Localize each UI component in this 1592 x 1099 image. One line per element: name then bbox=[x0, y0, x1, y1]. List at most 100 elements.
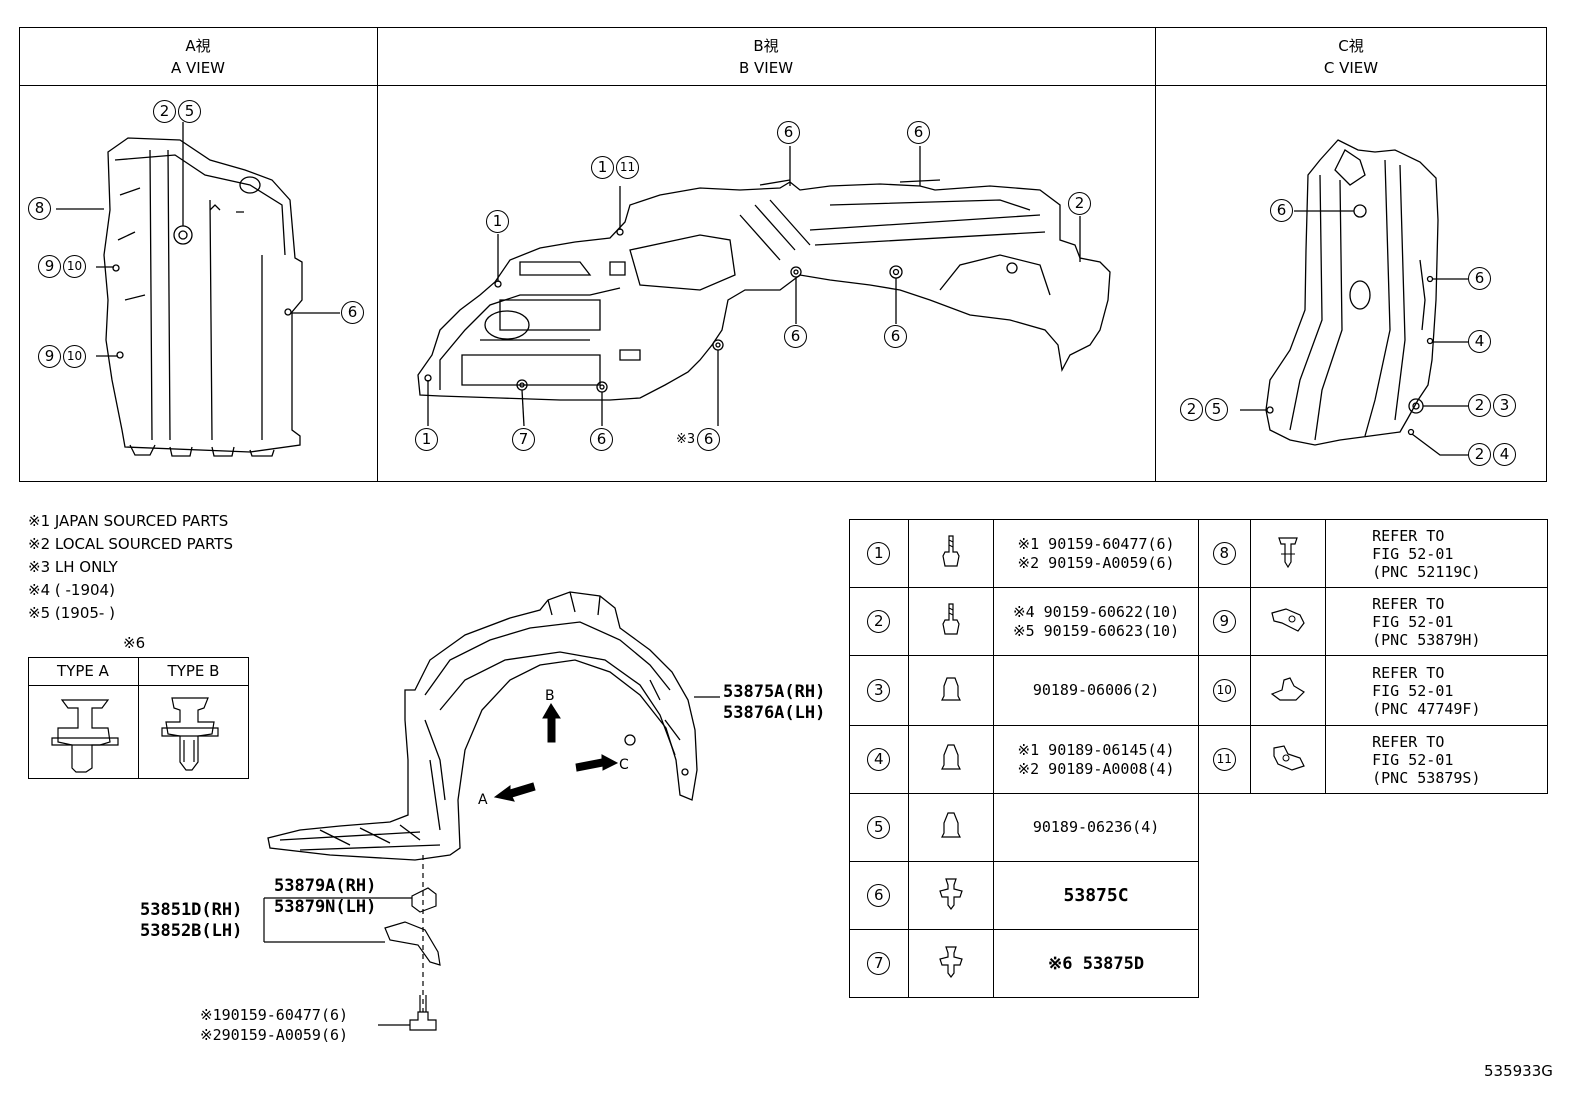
push-clip-icon bbox=[1270, 676, 1305, 701]
reference-line: FIG 52-01 bbox=[1372, 544, 1454, 563]
reference-line: FIG 52-01 bbox=[1372, 681, 1454, 700]
view-header-b: B視 B VIEW bbox=[377, 35, 1155, 79]
circled-number: 4 bbox=[867, 748, 891, 771]
a-view-callout-9-10-upper: 9 10 bbox=[38, 255, 86, 278]
view-header-c-en: C VIEW bbox=[1323, 59, 1379, 77]
reference-line: REFER TO bbox=[1372, 594, 1445, 613]
part-number: ※1 90189-06145(4) bbox=[1017, 740, 1175, 759]
part-bolt-local: ※290159-A0059(6) bbox=[200, 1026, 349, 1044]
arrow-a-label: A bbox=[478, 792, 488, 808]
c-view-callout-2-3: 2 3 bbox=[1468, 394, 1516, 417]
circled-number: 5 bbox=[1205, 398, 1228, 421]
b-view-callout-6-top-right: 6 bbox=[907, 121, 930, 144]
type-b-label: TYPE B bbox=[167, 662, 220, 680]
a-view-callout-6: 6 bbox=[341, 301, 364, 324]
type-table-col-divider bbox=[138, 657, 139, 779]
circled-number: 6 bbox=[1468, 267, 1491, 290]
circled-number: 1 bbox=[415, 428, 438, 451]
circled-number: 1 bbox=[867, 542, 891, 565]
b-view-callout-lh-only-6: ※3 6 bbox=[676, 428, 721, 451]
circled-number: 10 bbox=[1212, 679, 1236, 702]
note-1: ※1 JAPAN SOURCED PARTS bbox=[28, 512, 229, 530]
circled-number: 6 bbox=[777, 121, 800, 144]
part-seal-rh: 53851D(RH) bbox=[140, 900, 243, 920]
circled-number: 4 bbox=[1468, 330, 1491, 353]
circled-number: 7 bbox=[512, 428, 535, 451]
part-number: ※4 90159-60622(10) bbox=[1013, 602, 1180, 621]
b-view-callout-6-mid-left: 6 bbox=[784, 325, 807, 348]
view-header-c: C視 C VIEW bbox=[1155, 35, 1547, 79]
circled-number: 6 bbox=[341, 301, 364, 324]
circled-number: 9 bbox=[38, 255, 61, 278]
view-header-c-jp: C視 bbox=[1338, 37, 1364, 55]
circled-number: 1 bbox=[486, 210, 509, 233]
part-number: 90189-06006(2) bbox=[1032, 681, 1160, 699]
part-number: ※6 53875D bbox=[1048, 953, 1145, 974]
table-row: 3 90189-06006(2) bbox=[849, 655, 1199, 726]
reference-line: FIG 52-01 bbox=[1372, 750, 1454, 769]
circled-number: 7 bbox=[867, 952, 891, 975]
part-bracket-rh: 53879A(RH) bbox=[274, 876, 377, 896]
circled-number: 11 bbox=[616, 156, 639, 179]
table-row: 10 REFER TO FIG 52-01 (PNC 47749F) bbox=[1198, 655, 1548, 726]
part-number: ※1 90159-60477(6) bbox=[1017, 534, 1175, 553]
table-row: 1 ※1 90159-60477(6) ※2 90159-A0059(6) bbox=[849, 519, 1199, 588]
screw-icon bbox=[942, 602, 960, 635]
arrow-c-label: C bbox=[619, 757, 629, 773]
circled-number: 2 bbox=[1180, 398, 1203, 421]
clip-icon bbox=[939, 877, 963, 910]
table-row: 4 ※1 90189-06145(4) ※2 90189-A0008(4) bbox=[849, 725, 1199, 794]
note-5: ※5 (1905- ) bbox=[28, 604, 115, 622]
lh-only-mark: ※3 bbox=[676, 432, 696, 447]
bracket-clip-icon bbox=[1271, 607, 1305, 632]
view-frame bbox=[19, 27, 1547, 482]
view-header-a-en: A VIEW bbox=[170, 59, 226, 77]
circled-number: 6 bbox=[907, 121, 930, 144]
reference-line: REFER TO bbox=[1372, 732, 1445, 751]
table-row: 6 53875C bbox=[849, 861, 1199, 930]
part-seal-lh: 53852B(LH) bbox=[140, 921, 243, 941]
note-2: ※2 LOCAL SOURCED PARTS bbox=[28, 535, 233, 553]
c-view-callout-2-4: 2 4 bbox=[1468, 443, 1516, 466]
b-view-callout-6-mid-right: 6 bbox=[884, 325, 907, 348]
nut-icon bbox=[940, 743, 961, 770]
circled-number: 6 bbox=[784, 325, 807, 348]
view-header-divider bbox=[19, 85, 1547, 86]
circled-number: 9 bbox=[1212, 610, 1236, 633]
table-row: 5 90189-06236(4) bbox=[849, 793, 1199, 862]
circled-number: 5 bbox=[178, 100, 201, 123]
circled-number: 6 bbox=[884, 325, 907, 348]
circled-number: 2 bbox=[1468, 443, 1491, 466]
reference-line: (PNC 53879S) bbox=[1372, 768, 1481, 787]
b-view-callout-1-11: 1 11 bbox=[591, 156, 639, 179]
circled-number: 3 bbox=[1493, 394, 1516, 417]
c-view-callout-2-5: 2 5 bbox=[1180, 398, 1228, 421]
table-row: 11 REFER TO FIG 52-01 (PNC 53879S) bbox=[1198, 725, 1548, 794]
b-view-callout-7: 7 bbox=[512, 428, 535, 451]
view-divider-1 bbox=[377, 27, 378, 482]
circled-number: 8 bbox=[1212, 542, 1236, 565]
circled-number: 6 bbox=[867, 884, 891, 907]
circled-number: 8 bbox=[28, 197, 51, 220]
part-number: ※5 90159-60623(10) bbox=[1013, 621, 1180, 640]
view-header-b-jp: B視 bbox=[753, 37, 779, 55]
arrow-b-label: B bbox=[545, 688, 555, 704]
circled-number: 3 bbox=[867, 679, 891, 702]
circled-number: 4 bbox=[1493, 443, 1516, 466]
type-a-label: TYPE A bbox=[57, 662, 109, 680]
table-row: 7 ※6 53875D bbox=[849, 929, 1199, 998]
note-3: ※3 LH ONLY bbox=[28, 558, 118, 576]
circled-number: 10 bbox=[63, 345, 86, 368]
circled-number: 11 bbox=[1212, 748, 1236, 771]
part-liner-lh: 53876A(LH) bbox=[723, 703, 826, 723]
flange-bolt-icon bbox=[942, 534, 960, 567]
nut-icon bbox=[940, 811, 961, 838]
circled-number: 2 bbox=[1468, 394, 1491, 417]
circled-number: 1 bbox=[591, 156, 614, 179]
b-view-callout-2: 2 bbox=[1068, 192, 1091, 215]
reference-line: REFER TO bbox=[1372, 526, 1445, 545]
